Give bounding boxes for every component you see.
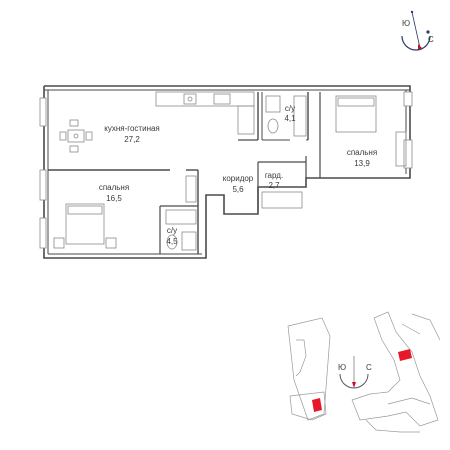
room-name-bath2: с/у bbox=[167, 226, 177, 235]
room-area-bedroom2: 16,5 bbox=[106, 194, 122, 203]
furniture-living bbox=[59, 91, 255, 153]
site-plan-highlight bbox=[312, 349, 412, 412]
room-name-bedroom1: спальня bbox=[347, 148, 377, 157]
site-plan bbox=[287, 311, 441, 433]
compass-site-north-arrow-icon bbox=[352, 382, 356, 388]
compass-top: Ю С bbox=[401, 10, 434, 51]
room-area-bedroom1: 13,9 bbox=[354, 159, 370, 168]
room-area-living: 27,2 bbox=[124, 135, 140, 144]
compass-top-label-n: С bbox=[428, 35, 434, 44]
room-name-bath1: с/у bbox=[285, 104, 295, 113]
plan-walls bbox=[39, 85, 413, 259]
room-name-bedroom2: спальня bbox=[99, 183, 129, 192]
furniture-bathrooms bbox=[165, 95, 307, 251]
room-area-wardrobe: 2,7 bbox=[268, 181, 280, 190]
compass-top-label-s: Ю bbox=[402, 19, 410, 28]
compass-site-label-n: С bbox=[366, 363, 372, 372]
room-labels: кухня-гостиная 27,2 с/у 4,1 спальня 13,9… bbox=[99, 104, 377, 246]
room-name-wardrobe: гард. bbox=[265, 171, 283, 180]
compass-north-arrow-icon bbox=[418, 44, 422, 50]
compass-site-label-s: Ю bbox=[338, 363, 346, 372]
compass-site: Ю С bbox=[338, 356, 372, 389]
room-name-corridor: коридор bbox=[223, 174, 254, 183]
furniture-bedrooms bbox=[53, 95, 407, 249]
room-name-living: кухня-гостиная bbox=[104, 124, 160, 133]
room-area-bath2: 4,5 bbox=[166, 237, 178, 246]
room-area-bath1: 4,1 bbox=[284, 114, 296, 123]
room-area-corridor: 5,6 bbox=[232, 185, 244, 194]
